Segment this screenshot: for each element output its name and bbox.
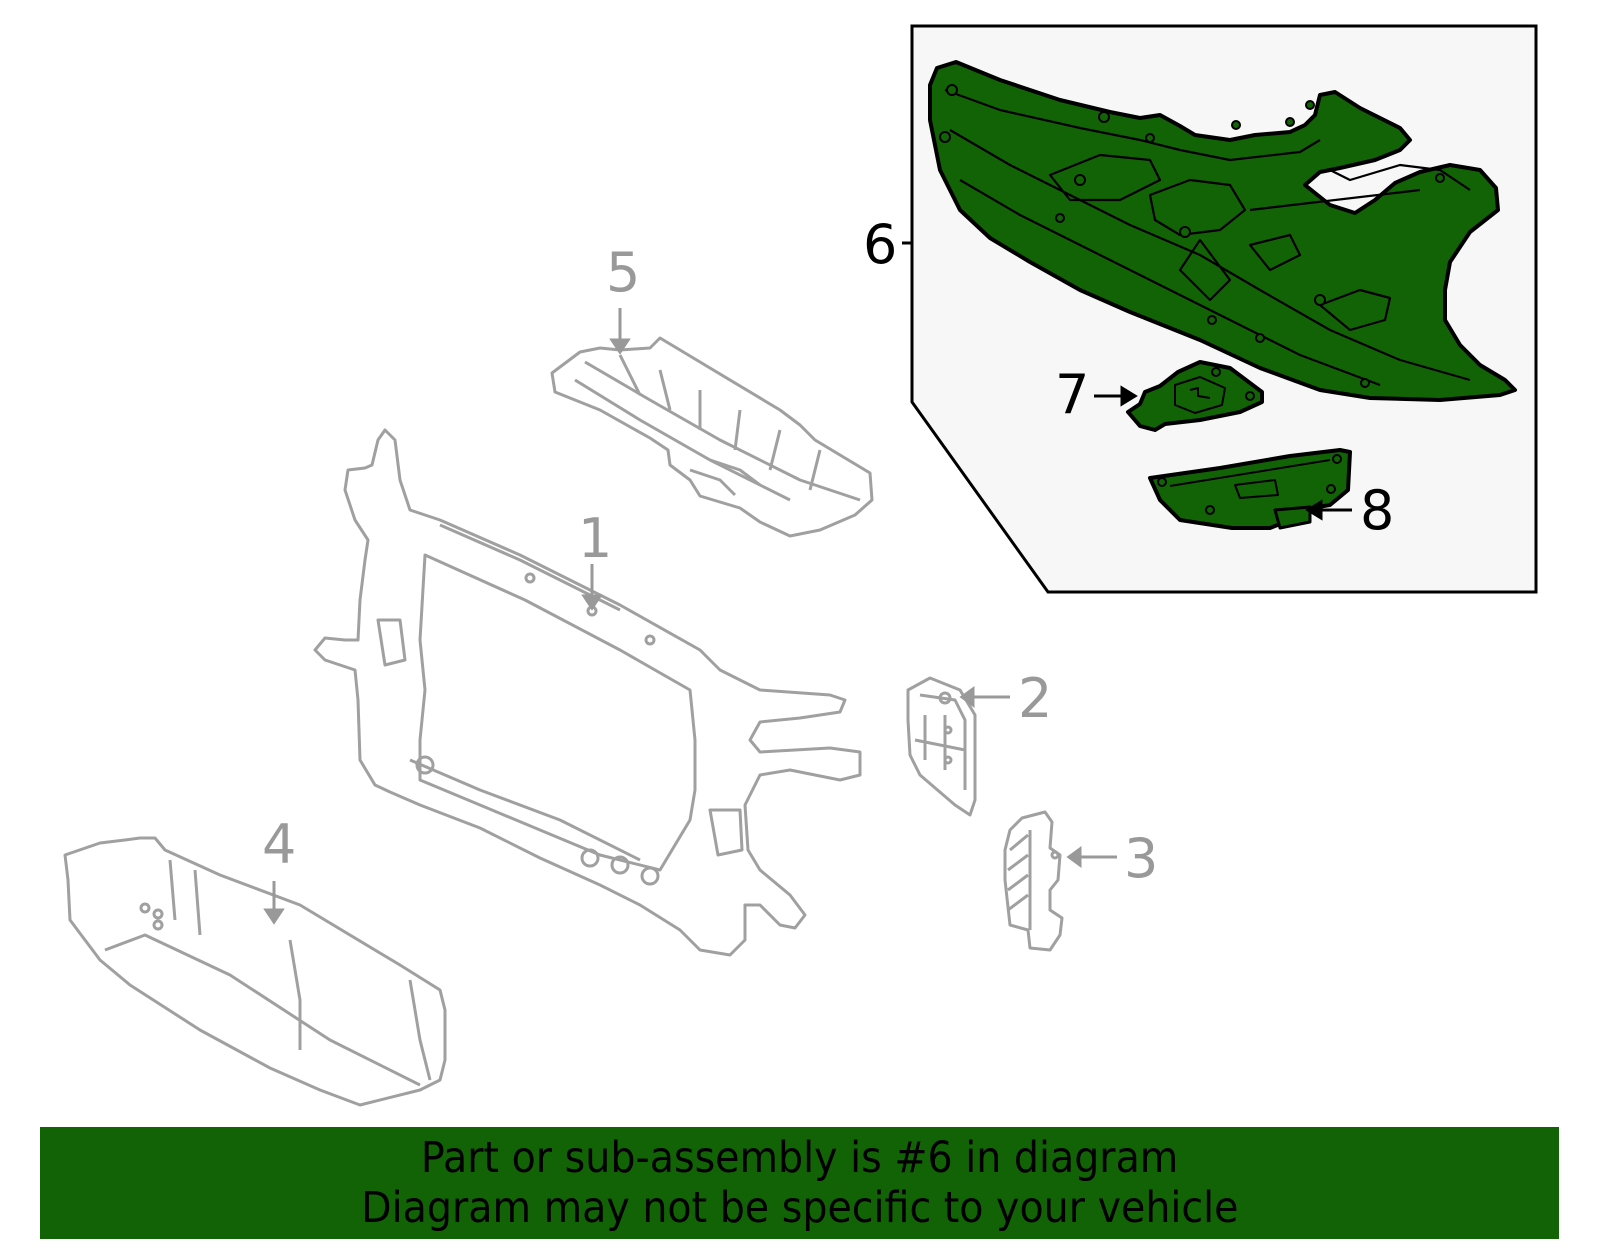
- info-banner: Part or sub-assembly is #6 in diagram Di…: [40, 1127, 1559, 1239]
- callout-3: 3: [1124, 827, 1159, 890]
- part-1-radiator-support[interactable]: [313, 428, 862, 957]
- callout-5: 5: [606, 241, 641, 304]
- callout-2: 2: [1018, 667, 1053, 730]
- part-2-side-bracket[interactable]: [906, 676, 977, 817]
- leader-arrows-grey: [263, 308, 1117, 925]
- banner-line-disclaimer: Diagram may not be specific to your vehi…: [360, 1183, 1239, 1233]
- callout-8: 8: [1360, 479, 1395, 542]
- part-6-under-cover[interactable]: [928, 60, 1517, 402]
- part-7-service-cover[interactable]: [1126, 360, 1264, 432]
- banner-line-part-number: Part or sub-assembly is #6 in diagram: [420, 1133, 1179, 1183]
- callout-6: 6: [863, 213, 898, 276]
- callout-7: 7: [1055, 363, 1090, 426]
- leader-arrows-black: [1094, 385, 1352, 521]
- part-3-side-air-guide[interactable]: [1003, 810, 1064, 952]
- callout-1: 1: [578, 507, 613, 570]
- part-5-upper-cover[interactable]: [550, 336, 874, 538]
- callout-4: 4: [262, 813, 297, 876]
- part-4-lower-air-deflector[interactable]: [63, 836, 447, 1107]
